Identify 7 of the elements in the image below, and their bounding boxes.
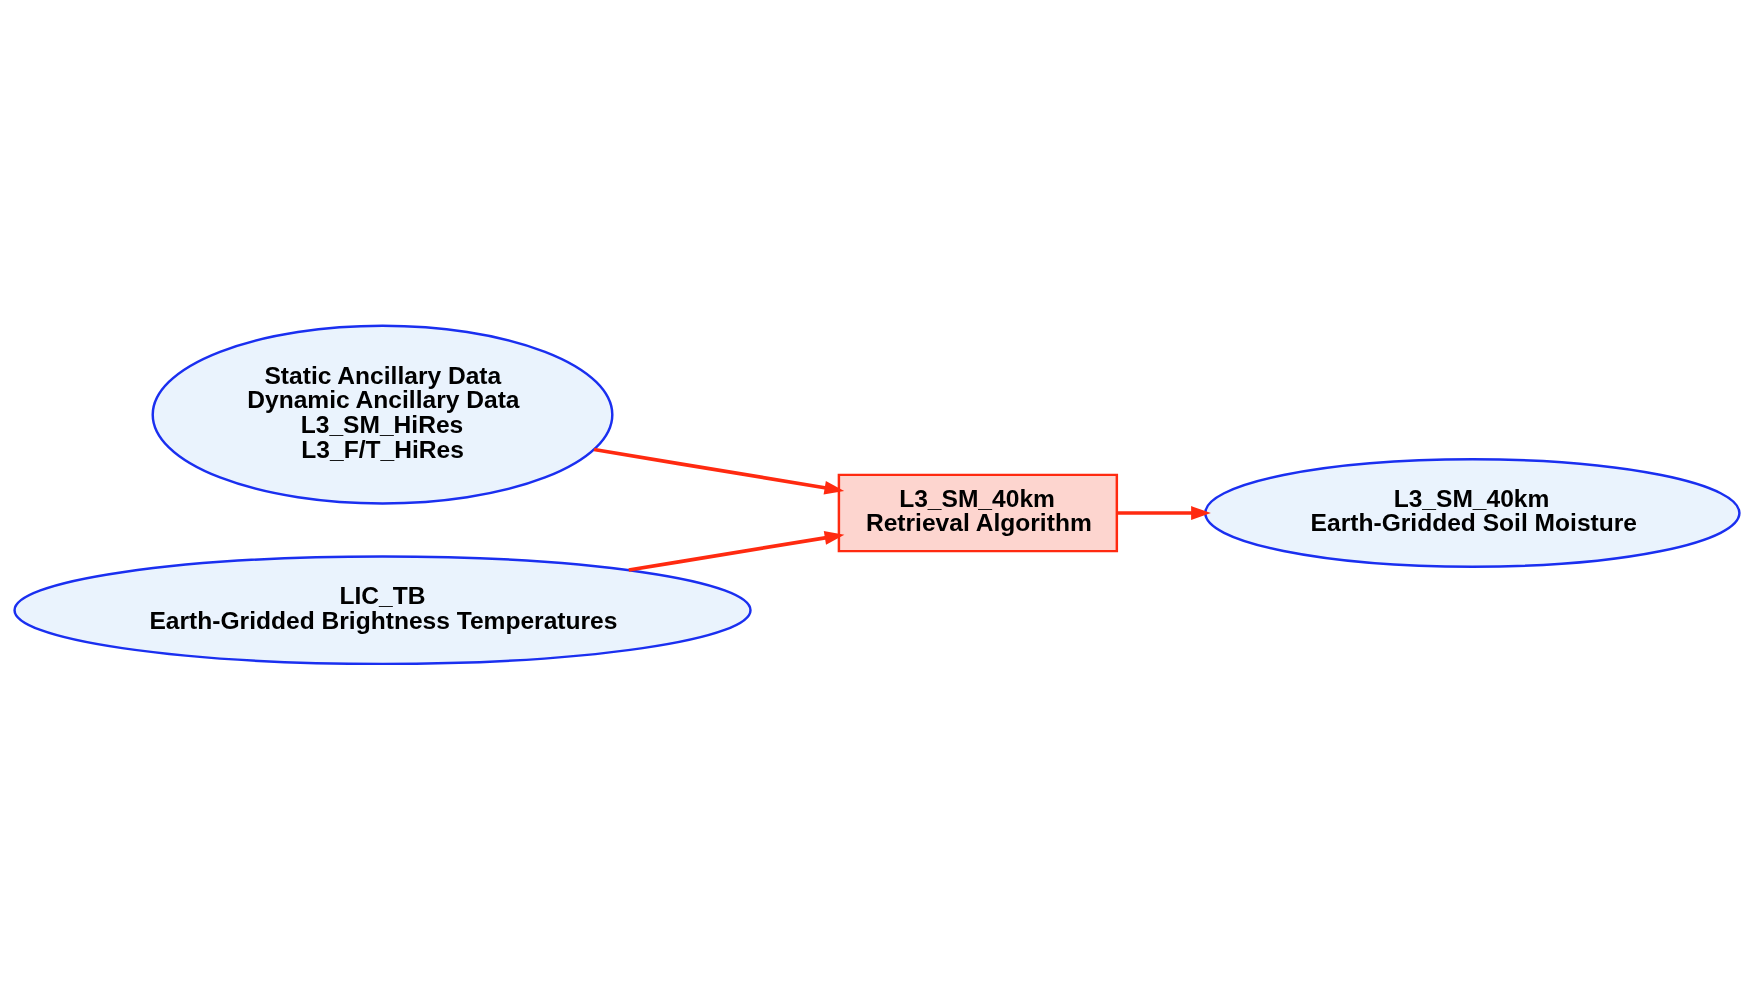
arrow [628, 530, 845, 572]
node-ellipse: L3_SM_40km Earth-Gridded Soil Moisture [1204, 457, 1741, 568]
arrow [593, 447, 845, 495]
node-box: L3_SM_40km Retrieval Algorithm [837, 473, 1119, 552]
node-ellipse: Static Ancillary Data Dynamic Ancillary Data L3_SM_HiRes L3_F/T_HiRes [151, 324, 614, 505]
arrow [1117, 505, 1211, 520]
node-ellipse: LIC_TB Earth-Gridded Brightness Temperatures [13, 554, 752, 665]
